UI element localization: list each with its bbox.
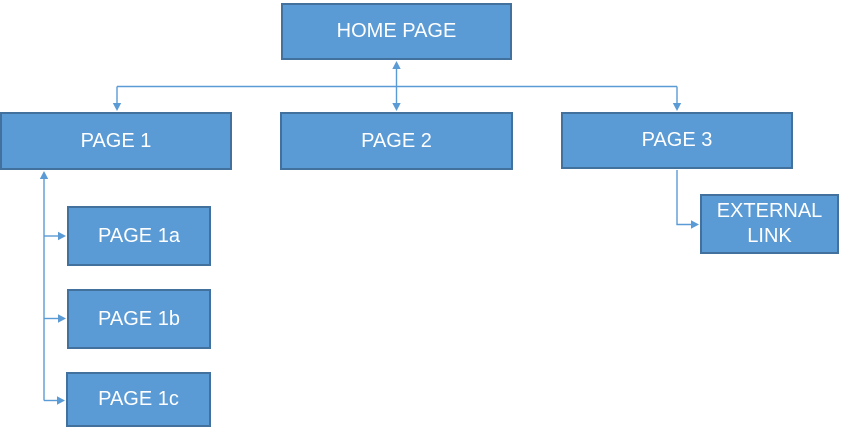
node-home-page-label: HOME PAGE [336,20,457,42]
node-page-3-label: PAGE 3 [641,129,713,151]
edge-page1-to-page1c [44,396,65,405]
edge-page1-to-page1a [44,231,66,241]
node-page-3[interactable]: PAGE 3 [561,112,793,169]
edge-page1-tree-line [39,171,49,401]
node-page-2-label: PAGE 2 [361,129,432,152]
node-page-1-label: PAGE 1 [80,129,152,152]
node-external-link-label: EXTERNAL LINK [716,200,823,247]
node-home-page[interactable]: HOME PAGE [281,3,512,60]
node-page-1c-label: PAGE 1c [98,388,179,410]
node-external-link[interactable]: EXTERNAL LINK [700,194,839,254]
node-page-1b-label: PAGE 1b [98,307,180,330]
edge-page3-to-external [676,170,699,229]
node-page-1a-label: PAGE 1a [98,224,180,247]
edge-home-to-page2 [392,61,401,111]
node-page-1c[interactable]: PAGE 1c [66,372,211,427]
node-page-1[interactable]: PAGE 1 [0,112,232,170]
node-page-1a[interactable]: PAGE 1a [67,206,211,266]
edge-page1-to-page1b [44,314,66,323]
node-page-2[interactable]: PAGE 2 [280,112,513,170]
edge-home-to-page1 [112,86,122,111]
node-page-1b[interactable]: PAGE 1b [67,289,211,349]
edge-home-to-page3 [672,86,682,111]
